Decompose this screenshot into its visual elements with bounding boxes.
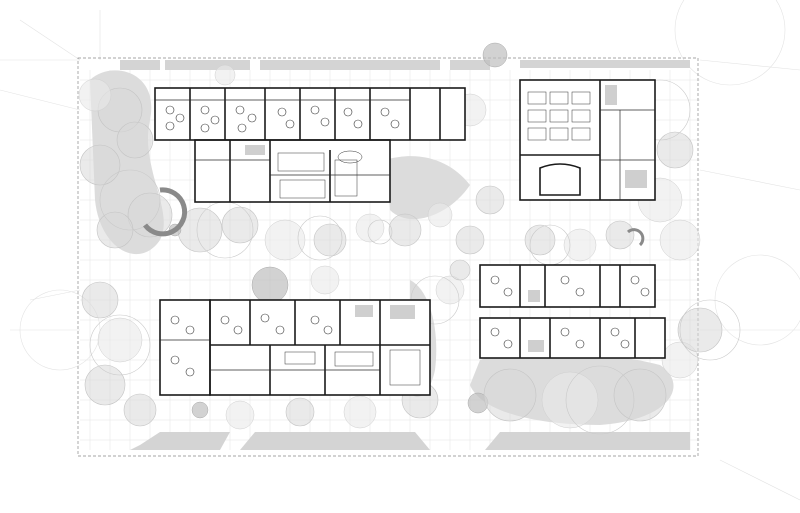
building-a xyxy=(154,87,466,203)
curved-seat-feature xyxy=(142,187,188,237)
site-boundary xyxy=(77,57,699,457)
small-curved-seat xyxy=(626,228,645,247)
context-lines xyxy=(0,0,800,501)
building-c xyxy=(159,299,431,396)
building-d xyxy=(479,264,666,359)
hardscape-bands xyxy=(120,60,690,450)
building-b xyxy=(519,79,656,201)
trees xyxy=(78,42,723,430)
